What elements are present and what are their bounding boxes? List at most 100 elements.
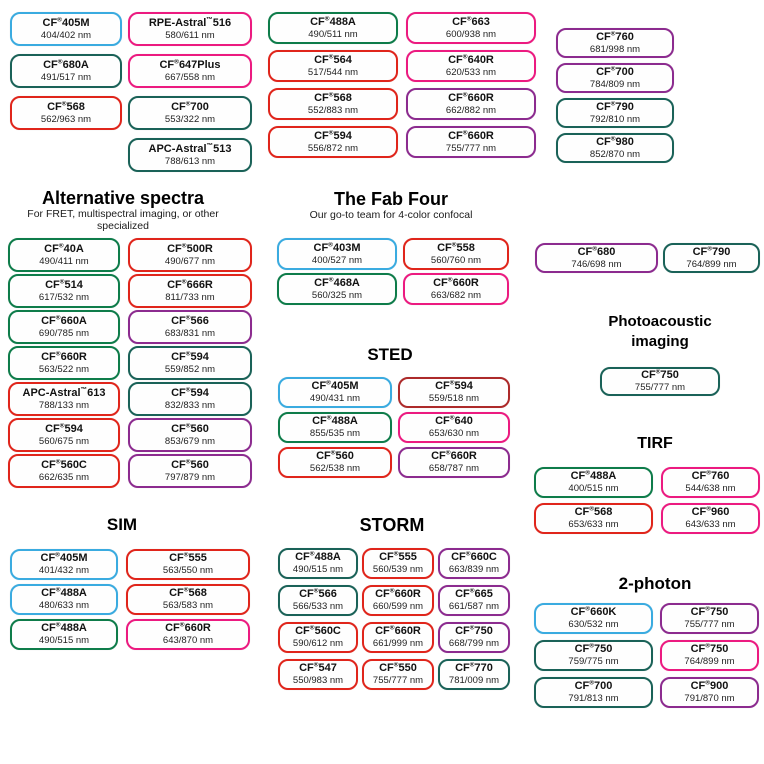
dye-name: CF®660C xyxy=(451,550,497,564)
dye-ex-em: 788/133 nm xyxy=(38,399,90,411)
dye-ex-em: 660/599 nm xyxy=(372,601,424,613)
dye-name: CF®640 xyxy=(435,414,473,428)
dye-ex-em: 490/431 nm xyxy=(309,393,361,405)
dye-ex-em: 490/511 nm xyxy=(308,28,358,40)
dye-ex-em: 490/515 nm xyxy=(38,635,90,647)
dye-ex-em: 853/679 nm xyxy=(164,435,216,447)
dye-name: CF®750 xyxy=(574,642,613,656)
dye-ex-em: 759/775 nm xyxy=(568,656,619,668)
dye-ex-em: 663/839 nm xyxy=(448,564,500,576)
dye-name: CF®760 xyxy=(596,30,634,43)
dye-name: CF®566 xyxy=(299,587,337,601)
dye-ex-em: 560/675 nm xyxy=(38,435,90,447)
dye-ex-em: 556/872 nm xyxy=(307,142,359,154)
dye-ex-em: 668/799 nm xyxy=(448,638,500,650)
dye-name: CF®568 xyxy=(314,91,352,104)
dye-ex-em: 784/809 nm xyxy=(589,78,641,90)
dye-ex-em: 517/544 nm xyxy=(307,66,359,78)
dye-ex-em: 563/583 nm xyxy=(162,600,214,612)
dye-ex-em: 755/777 nm xyxy=(634,382,686,394)
dye-name: CF®660R xyxy=(165,621,211,635)
dye-name: CF®560 xyxy=(171,458,209,471)
dye-name: CF®660R xyxy=(375,587,421,601)
dye-ex-em: 755/777 nm xyxy=(372,675,424,687)
section-title-alternative-spectra: Alternative spectra xyxy=(41,188,205,208)
dye-ex-em: 855/535 nm xyxy=(309,428,361,440)
dye-name: CF®555 xyxy=(169,551,207,565)
dye-name: CF®564 xyxy=(314,53,352,66)
dye-name: CF®568 xyxy=(47,100,85,113)
dye-ex-em: 662/882 nm xyxy=(445,104,497,116)
dye-ex-em: 563/550 nm xyxy=(162,565,214,577)
dye-name: APC-Astral™513 xyxy=(148,142,232,155)
dye-name: CF®660R xyxy=(41,350,87,363)
dye-ex-em: 560/760 nm xyxy=(430,254,482,266)
dye-name: CF®660R xyxy=(448,91,494,104)
dye-name: CF®566 xyxy=(171,314,209,327)
dye-ex-em: 580/611 nm xyxy=(165,29,215,41)
section-title-fab-four: The Fab Four xyxy=(334,189,448,209)
dye-name: CF®660K xyxy=(570,605,617,619)
dye-name: CF®560 xyxy=(316,449,354,463)
dye-name: CF®660A xyxy=(41,314,87,327)
dye-name: CF®550 xyxy=(379,661,417,675)
dye-ex-em: 792/810 nm xyxy=(589,113,641,125)
dye-ex-em: 617/532 nm xyxy=(38,291,90,303)
dye-name: CF®660R xyxy=(448,129,494,142)
dye-ex-em: 797/879 nm xyxy=(164,471,216,483)
dye-name: CF®405M xyxy=(311,379,359,393)
dye-name: CF®760 xyxy=(691,469,730,483)
dye-name: CF®560C xyxy=(41,458,87,471)
dye-name: CF®488A xyxy=(312,414,358,428)
dye-name: CF®960 xyxy=(691,505,730,519)
dye-ex-em: 490/411 nm xyxy=(39,255,89,267)
section-title-sim: SIM xyxy=(106,515,138,534)
dye-name: CF®770 xyxy=(455,661,493,675)
dye-ex-em: 559/852 nm xyxy=(164,363,216,375)
dye-name: CF®665 xyxy=(455,587,493,601)
section-title-tirf: TIRF xyxy=(637,435,673,452)
dye-name: CF®500R xyxy=(167,242,213,255)
dye-ex-em: 560/325 nm xyxy=(311,289,363,301)
dye-ex-em: 544/638 nm xyxy=(685,483,736,495)
